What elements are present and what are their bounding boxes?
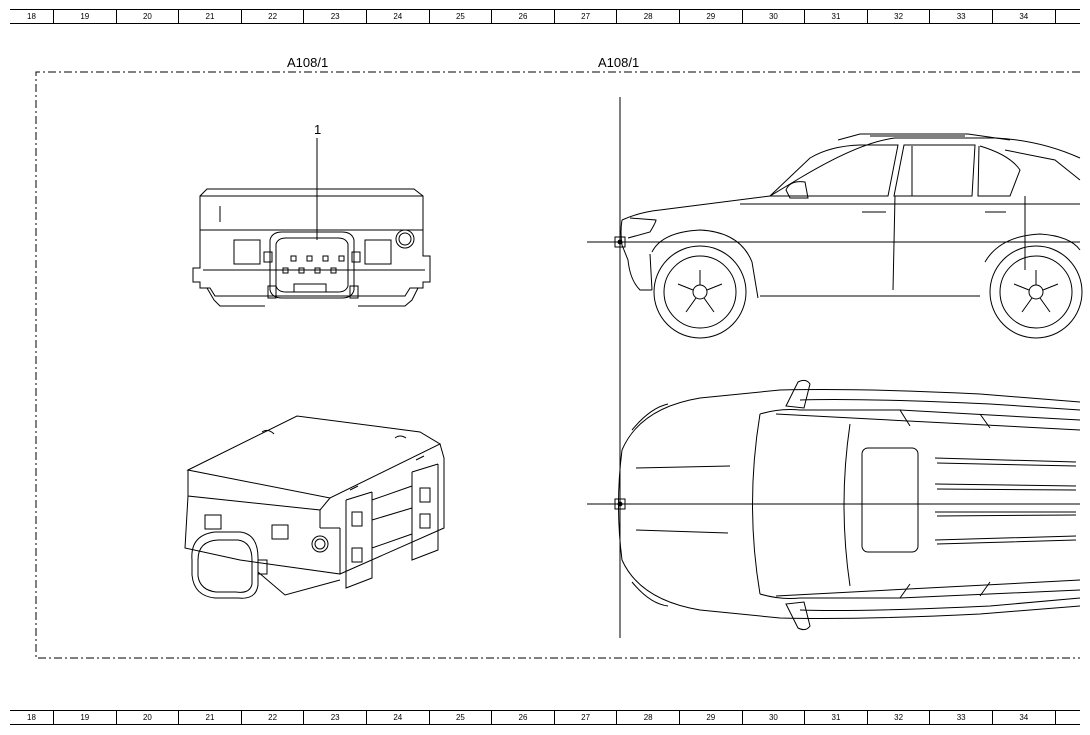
ruler-column-22: 22 [240,711,304,724]
ruler-column-end [1054,711,1080,724]
ruler-column-21: 21 [178,711,241,724]
ruler-column-19: 19 [53,10,116,23]
ruler-column-27: 27 [553,711,617,724]
ruler-column-31: 31 [804,711,867,724]
ruler-column-28: 28 [616,10,679,23]
ruler-column-18: 18 [27,12,36,21]
sensor-position-marker-top [614,498,626,510]
vehicle-side-view [620,133,1083,339]
ruler-column-34: 34 [992,711,1055,724]
ruler-column-27: 27 [553,10,617,23]
control-unit-front-view [192,138,431,307]
callout-number: 1 [314,122,322,137]
ruler-column-25: 25 [428,711,492,724]
ruler-column-30: 30 [741,711,805,724]
ruler-column-29: 29 [679,10,742,23]
ruler-column-21: 21 [178,10,241,23]
ruler-column-33: 33 [929,711,992,724]
ruler-column-20: 20 [115,10,179,23]
ruler-column-30: 30 [741,10,805,23]
ruler-column-33: 33 [929,10,992,23]
component-label-left: A108/1 [287,55,329,70]
ruler-column-24: 24 [366,711,429,724]
ruler-column-19: 19 [53,711,116,724]
ruler-column-32: 32 [866,711,930,724]
ruler-column-25: 25 [428,10,492,23]
component-boundary-frame [35,71,1080,659]
ruler-column-26: 26 [491,711,554,724]
sensor-position-marker-side [614,236,626,248]
ruler-column-26: 26 [491,10,554,23]
ruler-column-29: 29 [679,711,742,724]
ruler-column-31: 31 [804,10,867,23]
ruler-column-34: 34 [992,10,1055,23]
ruler-column-23: 23 [303,10,366,23]
ruler-column-22: 22 [240,10,304,23]
ruler-column-24: 24 [366,10,429,23]
ruler-column-20: 20 [115,711,179,724]
vehicle-top-view [618,379,1081,631]
ruler-column-28: 28 [616,711,679,724]
sunroof-outline [861,447,919,553]
control-unit-isometric-view [184,415,445,599]
reference-lines [587,97,1080,638]
ruler-column-32: 32 [866,10,930,23]
ruler-column-23: 23 [303,711,366,724]
component-label-right: A108/1 [598,55,640,70]
ruler-column-18: 18 [27,713,36,722]
ruler-column-end [1054,10,1080,23]
